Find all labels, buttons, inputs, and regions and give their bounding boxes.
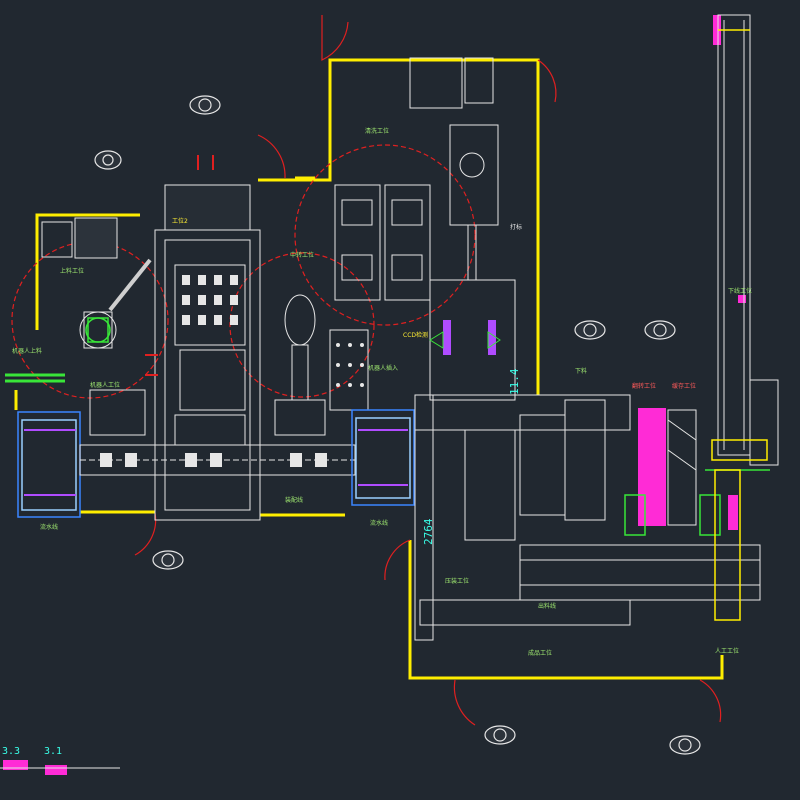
label-feed-station: 上料工位 (60, 268, 85, 275)
conveyor-rollers (24, 429, 76, 496)
label-conveyor-left: 流水线 (40, 524, 59, 531)
robot-arm-icon (274, 294, 369, 436)
label-finish-station: 成品工位 (528, 650, 553, 657)
label-robot-insert: 机器人插入 (368, 365, 399, 372)
robot-base-icon (85, 317, 111, 343)
safety-fence-icon (14, 58, 724, 680)
vertical-conveyor (717, 14, 779, 466)
label-unload: 下料 (575, 368, 588, 375)
machine-frame (154, 184, 261, 521)
machine-fixtures (182, 275, 238, 325)
transfer-pallets (100, 453, 327, 467)
operator-icon (94, 95, 701, 755)
fixture-dots (336, 343, 364, 387)
label-clean-station: 清洗工位 (365, 128, 390, 135)
dimension-vertical-small: 11.4 (508, 368, 521, 396)
label-ccd-check: CCD检测 (403, 332, 428, 339)
ucs-label-b: 3.1 (44, 746, 63, 757)
label-reverse: 翻转工位 (632, 383, 657, 390)
label-press-station: 压装工位 (445, 578, 470, 585)
label-manual-station: 人工工位 (715, 648, 740, 655)
cylinder-icon (443, 320, 496, 355)
label-output-line: 出料线 (538, 603, 557, 610)
robot-arm-icon (41, 217, 152, 436)
label-marking: 打标 (510, 224, 523, 231)
conveyor-icon (519, 544, 761, 601)
label-mid-station: 中转工位 (290, 252, 315, 259)
label-buffer: 缓存工位 (672, 383, 697, 390)
ucs-label-a: 3.3 (2, 746, 21, 757)
press-fixture (334, 57, 494, 301)
door-swing-icon (134, 15, 722, 726)
label-line-end: 下线工位 (728, 288, 753, 295)
label-conveyor-mid: 流水线 (370, 520, 389, 527)
red-direction-arrows (145, 155, 214, 376)
dimension-vertical: 2764 (422, 518, 435, 546)
stack-frame (667, 409, 697, 526)
ucs-icon (0, 760, 120, 775)
label-robot-load: 机器人上料 (12, 348, 43, 355)
conveyor-icon (351, 409, 415, 506)
label-robot-station: 机器人工位 (90, 382, 121, 389)
infeed-arrow-icon (5, 373, 65, 383)
label-assembly-line: 装配线 (285, 497, 304, 504)
label-station-2: 工位2 (172, 218, 188, 225)
magenta-buffer (638, 15, 746, 530)
